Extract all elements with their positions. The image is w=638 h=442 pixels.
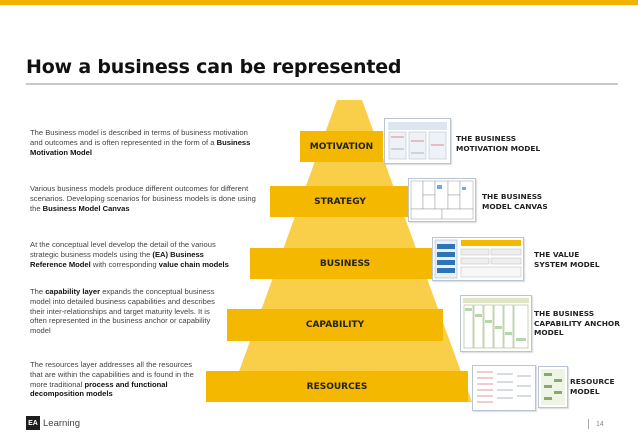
logo-text: Learning [43, 417, 80, 429]
desc-highlight: Business Motivation Model [30, 137, 251, 157]
layer-label-capability: CAPABILITY [305, 320, 365, 330]
logo-mark: EA [26, 416, 40, 430]
layer-band-strategy [270, 186, 410, 217]
capability-anchor-thumbnail [460, 295, 532, 352]
value-system-image [434, 239, 522, 279]
description-strategy: Various business models produce differen… [30, 184, 258, 213]
desc-highlight: capability layer [45, 287, 101, 296]
layer-label-strategy: STRATEGY [314, 197, 366, 207]
description-motivation: The Business model is described in terms… [30, 128, 258, 157]
model-label-canvas: THE BUSINESS MODEL CANVAS [482, 192, 548, 211]
resource-model-thumbnail-1 [472, 365, 536, 411]
desc-highlight: value chain models [158, 259, 229, 269]
resource-model-thumbnail-2 [538, 366, 568, 408]
model-label-resource: RESOURCE MODEL [570, 377, 615, 396]
top-accent-bar [0, 0, 638, 5]
desc-text: with corresponding [90, 259, 159, 269]
motivation-model-image [388, 122, 447, 160]
value-system-thumbnail [432, 237, 524, 281]
desc-text: The Business model is described in terms… [30, 128, 248, 147]
desc-highlight: Business Model Canvas [42, 203, 130, 213]
layer-label-motivation: MOTIVATION [309, 142, 374, 152]
desc-highlight: process and functional decomposition mod… [30, 379, 168, 399]
layer-label-resources: RESOURCES [306, 382, 368, 392]
layer-band-business [250, 248, 440, 279]
layer-band-motivation [300, 131, 383, 162]
description-business: At the conceptual level develop the deta… [30, 240, 230, 269]
model-label-value-system: THE VALUE SYSTEM MODEL [534, 250, 600, 269]
layer-band-capability [227, 309, 443, 341]
desc-text: Various business models produce differen… [30, 184, 256, 213]
desc-text: expands the conceptual business model in… [30, 287, 215, 336]
resource-model-image-2 [541, 369, 565, 405]
canvas-model-thumbnail [408, 178, 476, 222]
description-capability: The capability layer expands the concept… [30, 287, 226, 336]
canvas-model-image [410, 180, 474, 220]
slide-title: How a business can be represented [26, 56, 402, 78]
capability-anchor-image [463, 298, 529, 349]
desc-text: The [30, 287, 46, 296]
title-divider [26, 83, 618, 85]
desc-text: The resources layer addresses all the re… [30, 360, 194, 389]
resource-model-image-1 [477, 371, 531, 403]
layer-band-resources [206, 371, 468, 402]
page-number: 14 [596, 421, 604, 428]
model-label-capability-anchor: THE BUSINESS CAPABILITY ANCHOR MODEL [534, 309, 620, 338]
desc-text: At the conceptual level develop the deta… [30, 240, 216, 259]
ea-learning-logo: EA Learning [26, 416, 80, 430]
model-label-motivation: THE BUSINESS MOTIVATION MODEL [456, 134, 541, 153]
desc-highlight: (EA) Business Reference Model [30, 249, 204, 269]
motivation-model-thumbnail [384, 118, 451, 164]
description-resources: The resources layer addresses all the re… [30, 360, 195, 399]
layer-label-business: BUSINESS [319, 259, 371, 269]
page-number-separator [588, 419, 589, 429]
